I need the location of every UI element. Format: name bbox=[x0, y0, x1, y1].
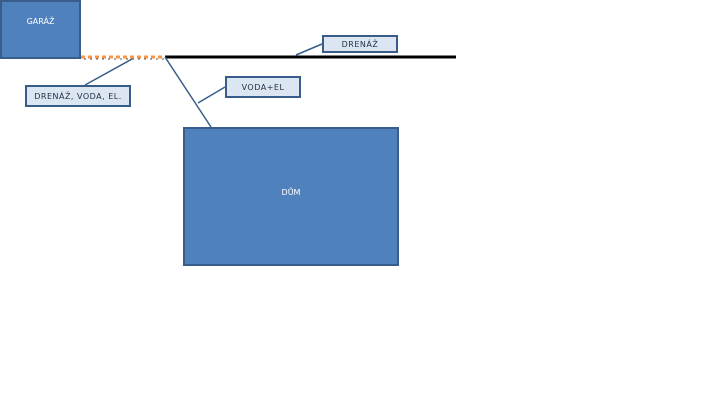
callout-drenaz: DRENÁŽ bbox=[322, 35, 398, 53]
house-connection-line bbox=[164, 56, 212, 128]
callout-drenaz-voda-el-pointer bbox=[84, 58, 133, 86]
callout-drenaz-voda-el: DRENÁŽ, VODA, EL. bbox=[25, 85, 131, 107]
callout-drenaz-pointer bbox=[295, 43, 323, 56]
callout-voda-el-label: VODA+EL bbox=[241, 82, 285, 92]
callout-drenaz-label: DRENÁŽ bbox=[341, 39, 379, 49]
callout-drenaz-voda-el-label: DRENÁŽ, VODA, EL. bbox=[34, 91, 122, 101]
house-label: DŮM bbox=[281, 188, 301, 197]
garage-label: GARÁŽ bbox=[26, 17, 55, 26]
callout-voda-el: VODA+EL bbox=[225, 76, 301, 98]
garage-box: GARÁŽ bbox=[0, 0, 81, 59]
callout-voda-el-pointer bbox=[197, 86, 226, 104]
house-box: DŮM bbox=[183, 127, 399, 266]
